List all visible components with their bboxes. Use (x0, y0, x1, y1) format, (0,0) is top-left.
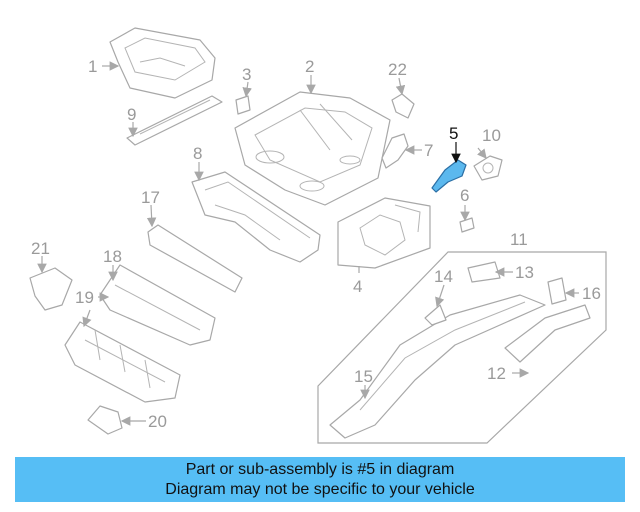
info-banner: Part or sub-assembly is #5 in diagram Di… (15, 457, 625, 502)
part-5-highlighted-bracket[interactable] (431, 159, 467, 193)
banner-line-disclaimer: Diagram may not be specific to your vehi… (165, 481, 475, 498)
callout-9[interactable]: 9 (127, 105, 136, 124)
callout-6[interactable]: 6 (460, 186, 469, 205)
part-19-floor-pan[interactable] (64, 321, 181, 403)
callout-3[interactable]: 3 (242, 65, 251, 84)
part-22-bracket[interactable] (391, 93, 415, 119)
callout-16[interactable]: 16 (582, 284, 601, 303)
part-21-bracket[interactable] (29, 267, 73, 311)
callout-15[interactable]: 15 (354, 367, 373, 386)
callout-14[interactable]: 14 (434, 267, 453, 286)
callout-21[interactable]: 21 (31, 239, 50, 258)
callout-19[interactable]: 19 (75, 288, 94, 307)
banner-line-part-number: Part or sub-assembly is #5 in diagram (185, 461, 455, 478)
callout-8[interactable]: 8 (193, 144, 202, 163)
leader-lines (37, 61, 579, 426)
callout-18[interactable]: 18 (103, 247, 122, 266)
callout-5[interactable]: 5 (449, 124, 458, 143)
exploded-parts-diagram: 1 2 3 4 5 6 7 8 9 10 11 12 13 14 15 16 1… (29, 27, 607, 444)
part-9-rail[interactable] (126, 95, 223, 146)
callout-7[interactable]: 7 (424, 141, 433, 160)
part-1-spare-tire-pan[interactable] (109, 27, 216, 99)
part-18-floor-panel[interactable] (99, 264, 216, 346)
callout-11[interactable]: 11 (510, 230, 528, 249)
part-3-bracket[interactable] (235, 95, 251, 115)
callout-4[interactable]: 4 (353, 277, 362, 296)
callout-labels: 1 2 3 4 5 6 7 8 9 10 11 12 13 14 15 16 1… (31, 57, 601, 431)
part-17-rail[interactable] (147, 224, 243, 293)
callout-13[interactable]: 13 (515, 263, 534, 282)
callout-10[interactable]: 10 (482, 126, 501, 145)
callout-2[interactable]: 2 (305, 57, 314, 76)
callout-12[interactable]: 12 (487, 364, 506, 383)
part-11-assembly-box[interactable] (317, 251, 607, 444)
callout-1[interactable]: 1 (88, 57, 97, 76)
callout-17[interactable]: 17 (141, 188, 160, 207)
callout-22[interactable]: 22 (388, 60, 407, 79)
part-4-assembly-box[interactable] (337, 197, 431, 269)
part-6-clip[interactable] (459, 217, 475, 233)
part-2-rear-floor-pan[interactable] (234, 91, 391, 206)
part-8-cross-member[interactable] (191, 171, 321, 263)
part-20-bracket[interactable] (87, 405, 123, 435)
callout-20[interactable]: 20 (148, 412, 167, 431)
part-10-grommet[interactable] (473, 155, 503, 181)
